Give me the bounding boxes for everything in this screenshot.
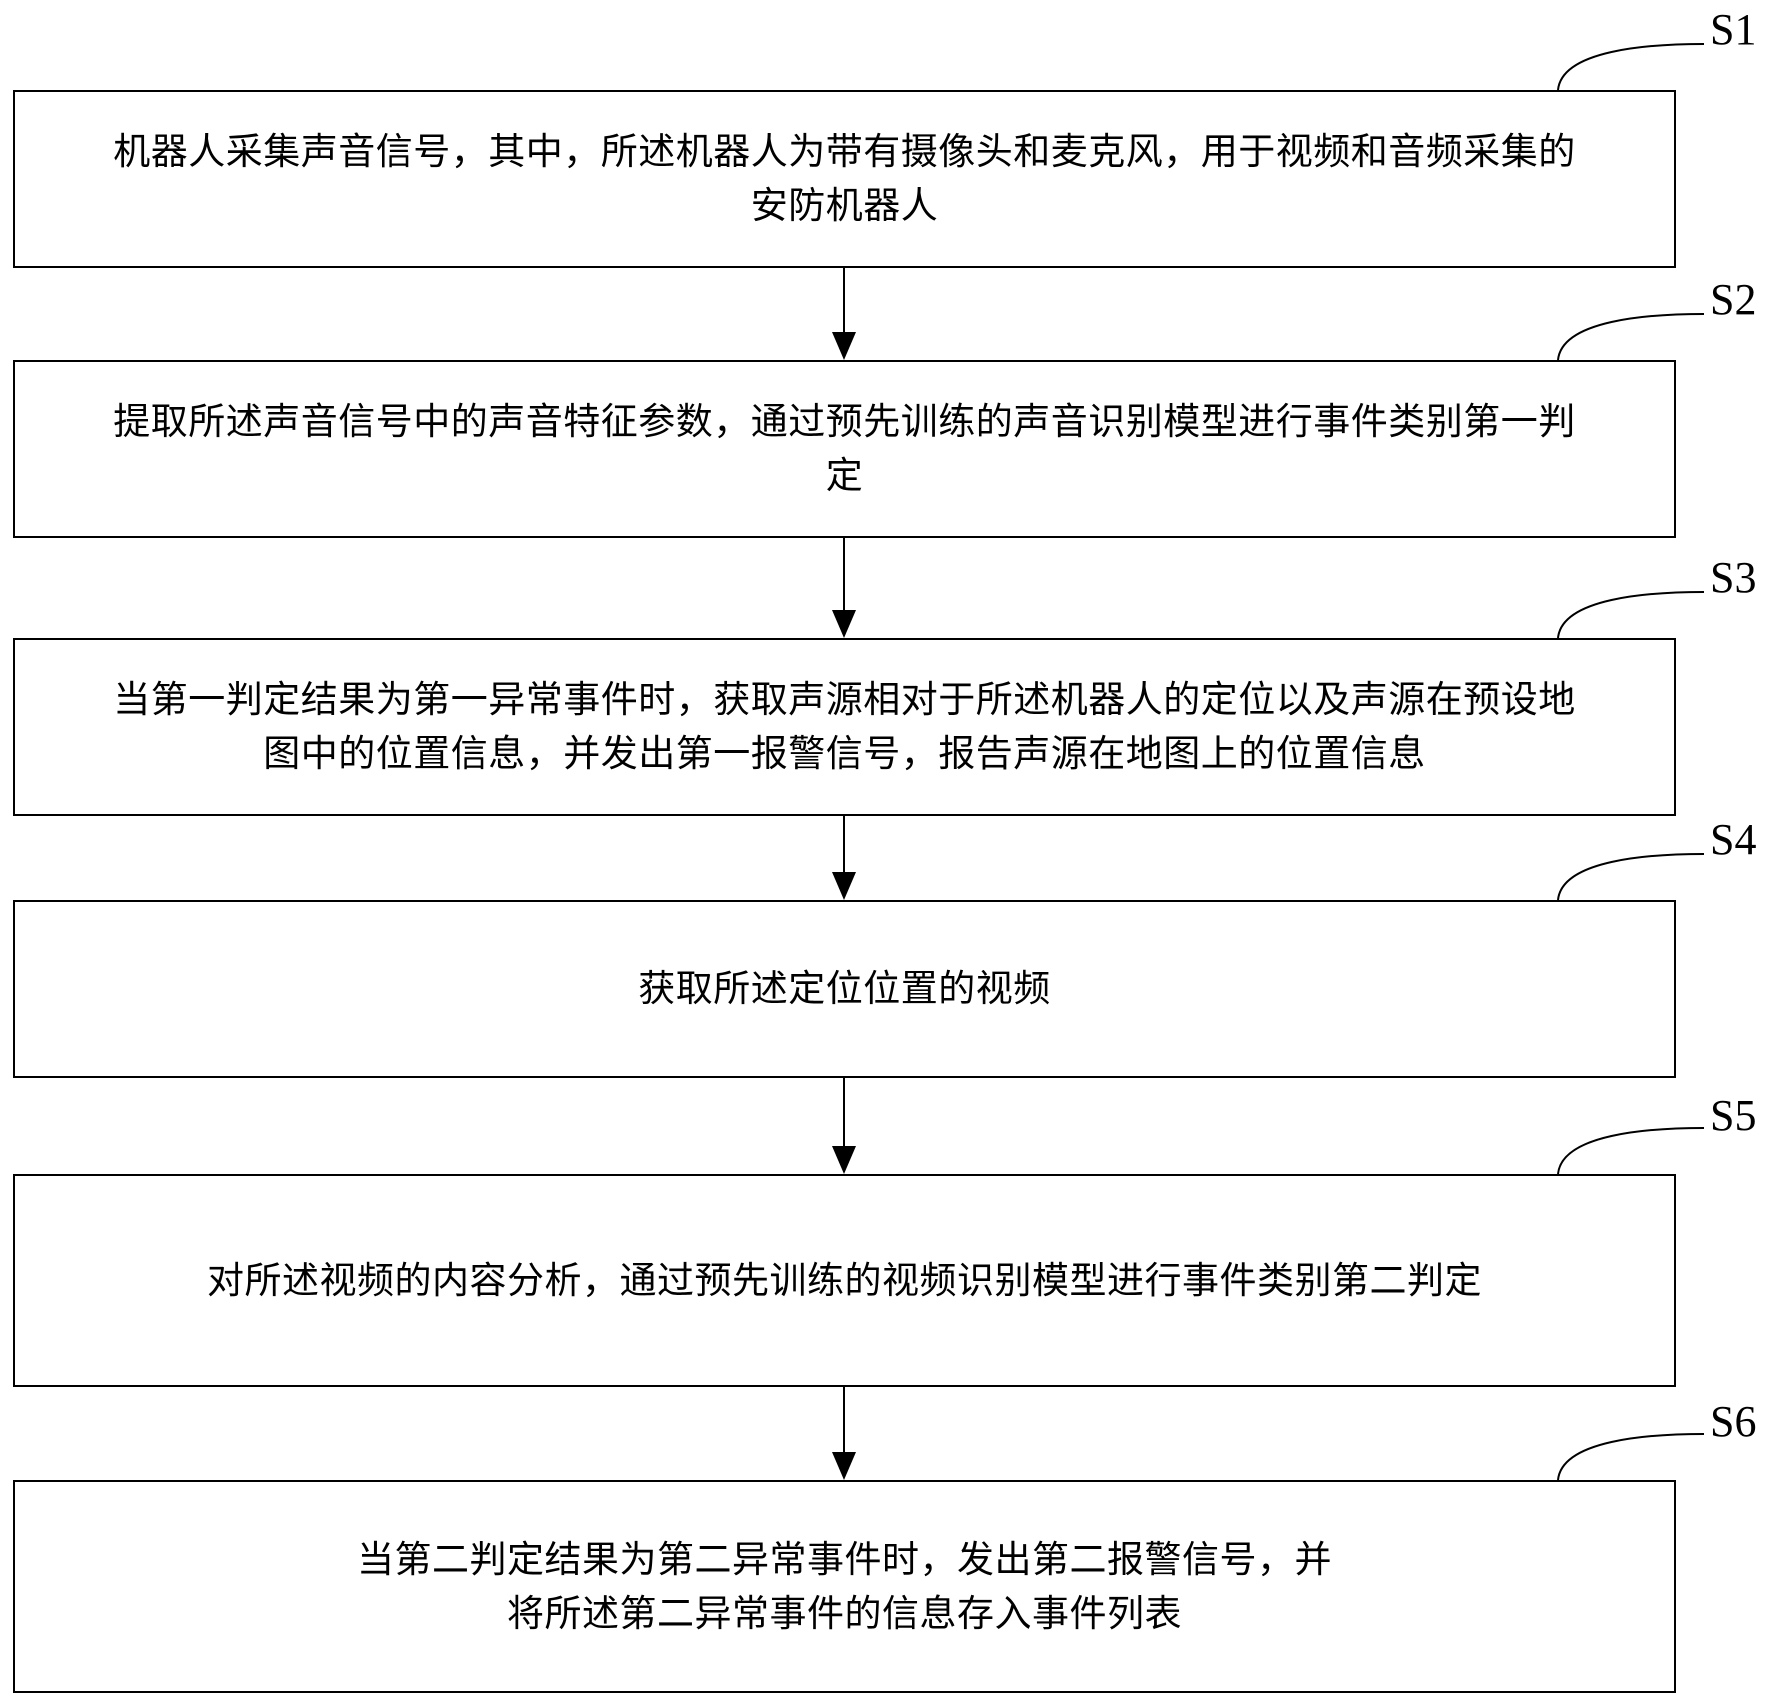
step-text-s4: 获取所述定位位置的视频 [638,967,1051,1010]
step-box-s5: 对所述视频的内容分析，通过预先训练的视频识别模型进行事件类别第二判定 [13,1174,1676,1387]
step-box-s2: 提取所述声音信号中的声音特征参数，通过预先训练的声音识别模型进行事件类别第一判 … [13,360,1676,538]
arrowhead-2-3 [832,610,856,638]
label-leader-s1 [1557,43,1705,91]
arrowhead-4-5 [832,1146,856,1174]
step-label-s5: S5 [1710,1091,1757,1140]
step-text-s6: 当第二判定结果为第二异常事件时，发出第二报警信号，并 将所述第二异常事件的信息存… [357,1537,1332,1635]
step-box-s3: 当第一判定结果为第一异常事件时，获取声源相对于所述机器人的定位以及声源在预设地 … [13,638,1676,816]
step-label-s6: S6 [1710,1397,1757,1446]
step-text-s2: 提取所述声音信号中的声音特征参数，通过预先训练的声音识别模型进行事件类别第一判 … [113,400,1576,497]
step-label-s2: S2 [1710,275,1757,324]
arrowhead-5-6 [832,1452,856,1480]
step-text-s5: 对所述视频的内容分析，通过预先训练的视频识别模型进行事件类别第二判定 [207,1258,1482,1302]
step-text-s1: 机器人采集声音信号，其中，所述机器人为带有摄像头和麦克风，用于视频和音频采集的 … [113,130,1576,227]
step-label-s3: S3 [1710,553,1757,602]
step-label-s1: S1 [1710,5,1757,54]
step-box-s4: 获取所述定位位置的视频 [13,900,1676,1078]
step-box-s6: 当第二判定结果为第二异常事件时，发出第二报警信号，并 将所述第二异常事件的信息存… [13,1480,1676,1693]
label-leader-s2 [1557,313,1705,361]
label-leader-s5 [1557,1127,1705,1175]
label-leader-s3 [1557,591,1705,639]
arrowhead-1-2 [832,332,856,360]
arrowhead-3-4 [832,872,856,900]
step-text-s3: 当第一判定结果为第一异常事件时，获取声源相对于所述机器人的定位以及声源在预设地 … [113,678,1576,775]
step-label-s4: S4 [1710,815,1757,864]
step-box-s1: 机器人采集声音信号，其中，所述机器人为带有摄像头和麦克风，用于视频和音频采集的 … [13,90,1676,268]
label-leader-s6 [1557,1433,1705,1481]
label-leader-s4 [1557,853,1705,901]
